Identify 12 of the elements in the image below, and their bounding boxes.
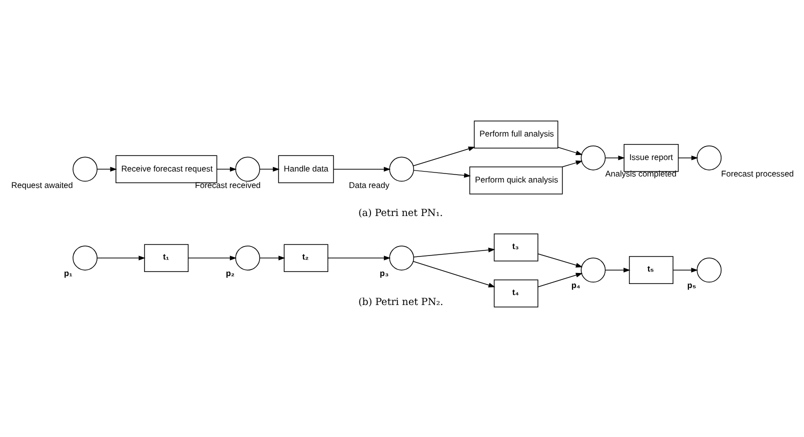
- node-label: Data ready: [348, 180, 390, 190]
- node-label: Forecast processed: [721, 170, 794, 179]
- node-label: Analysis completed: [605, 170, 676, 179]
- node-label: p₄: [571, 280, 580, 290]
- node-label: Forecast received: [194, 180, 261, 190]
- node-label: p₃: [380, 268, 389, 278]
- node-label: p₅: [687, 280, 696, 290]
- node-label: p₁: [64, 268, 72, 278]
- node-label: p₂: [226, 268, 235, 278]
- label: (b) Petri net PN₂.: [358, 297, 444, 308]
- node-label: Request awaited: [11, 180, 73, 190]
- label: (a) Petri net PN₁.: [358, 208, 443, 220]
